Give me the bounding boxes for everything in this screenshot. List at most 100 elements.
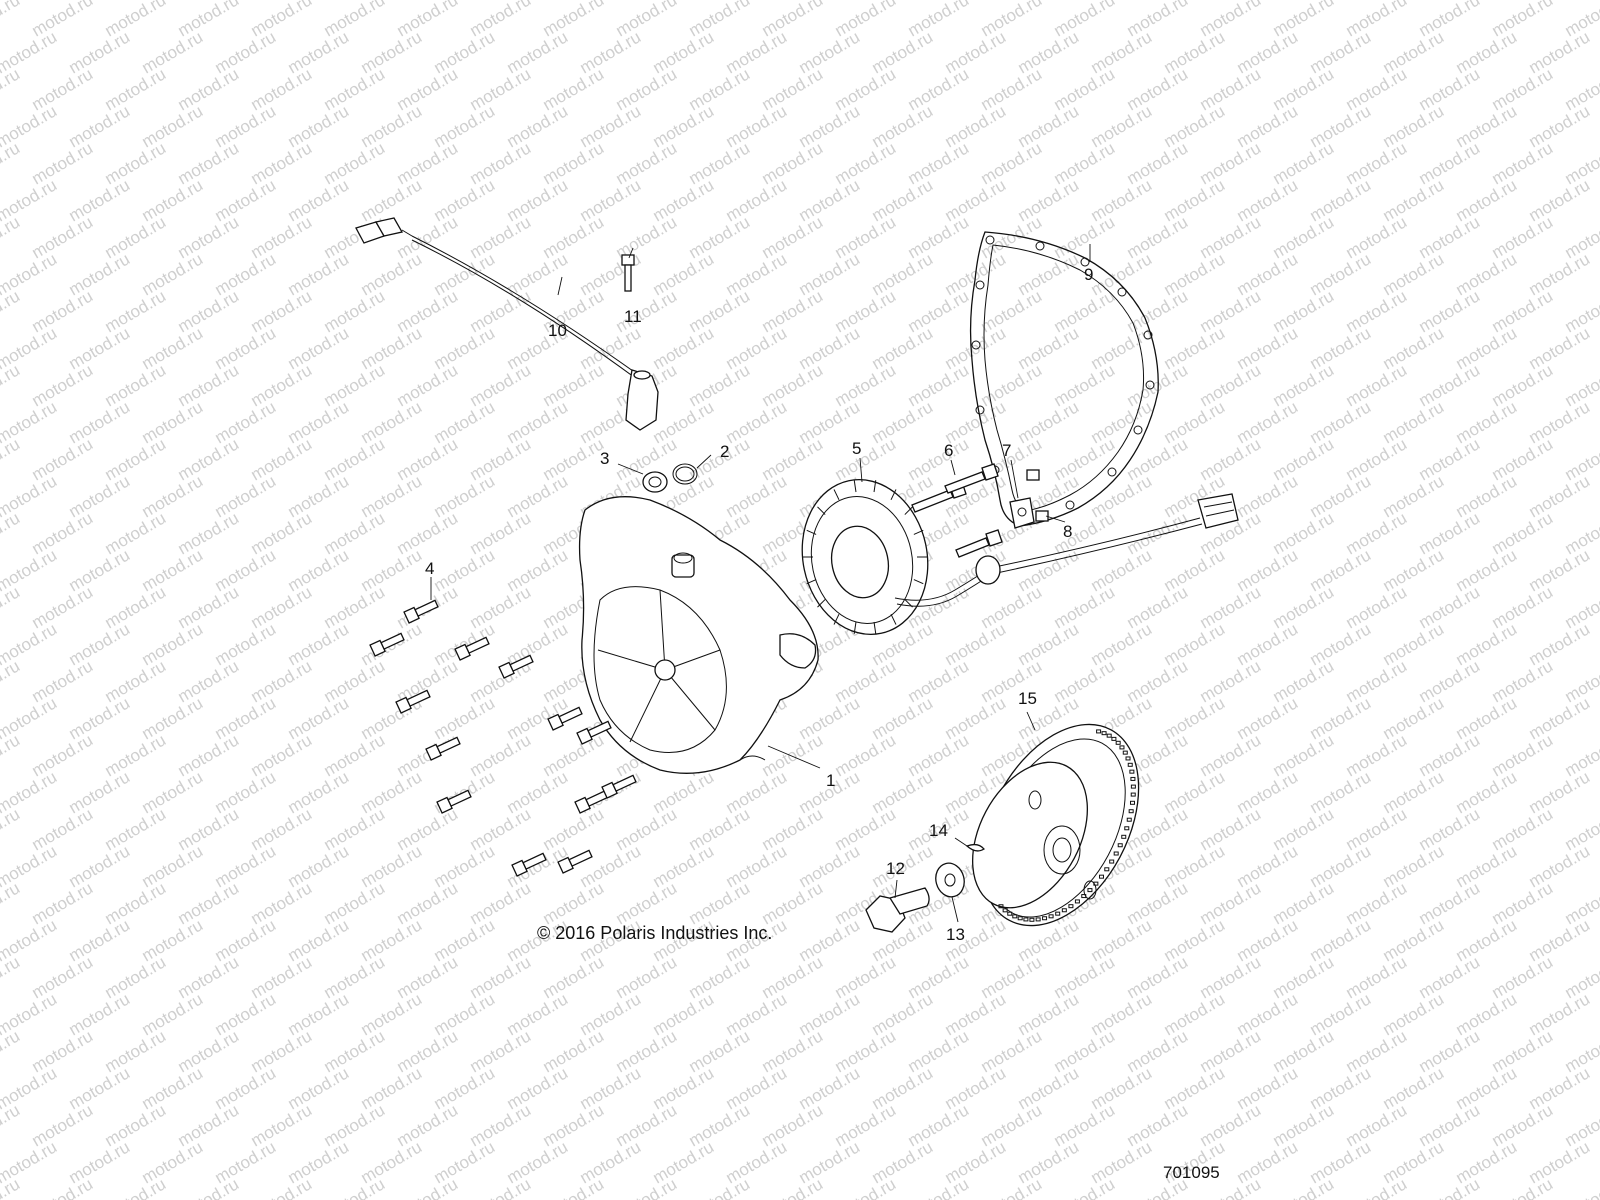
watermark-text: motod.ru xyxy=(394,360,462,410)
watermark-text: motod.ru xyxy=(613,286,681,336)
watermark-text: motod.ru xyxy=(0,212,23,262)
ring-part-2 xyxy=(672,463,698,485)
watermark-text: motod.ru xyxy=(759,138,827,188)
watermark-text: motod.ru xyxy=(1416,1100,1484,1150)
watermark-text: motod.ru xyxy=(759,434,827,484)
flywheel-tooth xyxy=(1087,888,1093,893)
flywheel-tooth xyxy=(1017,916,1023,921)
flywheel-tooth xyxy=(1129,800,1135,805)
flywheel-tooth xyxy=(1023,917,1029,922)
watermark-text: motod.ru xyxy=(102,804,170,854)
cover-bolts-part-4 xyxy=(369,599,637,877)
watermark-text: motod.ru xyxy=(1051,360,1119,410)
watermark-text: motod.ru xyxy=(394,286,462,336)
watermark-text: motod.ru xyxy=(832,286,900,336)
watermark-text: motod.ru xyxy=(1051,212,1119,262)
flywheel-tooth xyxy=(1117,843,1123,848)
flywheel-tooth xyxy=(1055,911,1061,916)
watermark-text: motod.ru xyxy=(759,952,827,1002)
callout-13: 13 xyxy=(946,925,965,944)
flywheel-tooth xyxy=(1104,867,1110,872)
watermark-text: motod.ru xyxy=(613,138,681,188)
watermark-text: motod.ru xyxy=(0,582,23,632)
watermark-text: motod.ru xyxy=(1270,1100,1338,1150)
watermark-text: motod.ru xyxy=(29,730,97,780)
watermark-text: motod.ru xyxy=(394,804,462,854)
watermark-text: motod.ru xyxy=(102,360,170,410)
watermark-text: motod.ru xyxy=(613,878,681,928)
watermark-text: motod.ru xyxy=(1489,952,1557,1002)
watermark-text: motod.ru xyxy=(467,1100,535,1150)
flywheel-tooth xyxy=(1128,809,1134,814)
watermark-text: motod.ru xyxy=(321,1026,389,1076)
flywheel-tooth xyxy=(1124,826,1130,831)
watermark-text: motod.ru xyxy=(1124,508,1192,558)
watermark-text: motod.ru xyxy=(905,434,973,484)
watermark-text: motod.ru xyxy=(1489,582,1557,632)
watermark-text: motod.ru xyxy=(1416,508,1484,558)
flywheel-tooth xyxy=(1002,908,1008,913)
watermark-text: motod.ru xyxy=(1051,1174,1119,1200)
watermark-text: motod.ru xyxy=(613,64,681,114)
watermark-text: motod.ru xyxy=(29,582,97,632)
watermark-text: motod.ru xyxy=(102,1026,170,1076)
flywheel-tooth xyxy=(1115,740,1121,745)
watermark-text: motod.ru xyxy=(832,138,900,188)
watermark-text: motod.ru xyxy=(467,138,535,188)
watermark-text: motod.ru xyxy=(1270,730,1338,780)
cover-bolt xyxy=(498,654,534,679)
watermark-text: motod.ru xyxy=(686,878,754,928)
watermark-text: motod.ru xyxy=(29,434,97,484)
watermark-text: motod.ru xyxy=(1489,64,1557,114)
leader-lines xyxy=(430,244,1091,923)
watermark-text: motod.ru xyxy=(1416,730,1484,780)
watermark-text: motod.ru xyxy=(1416,212,1484,262)
callout-10: 10 xyxy=(548,321,567,340)
watermark-text: motod.ru xyxy=(394,434,462,484)
stator-tooth xyxy=(817,506,826,515)
watermark-text: motod.ru xyxy=(467,64,535,114)
stator-tooth xyxy=(913,579,924,585)
watermark-text: motod.ru xyxy=(0,360,23,410)
watermark-text: motod.ru xyxy=(394,508,462,558)
stator-part-5 xyxy=(801,478,1239,636)
watermark-text: motod.ru xyxy=(175,434,243,484)
watermark-text: motod.ru xyxy=(0,878,23,928)
flywheel-bolt-part-12 xyxy=(865,887,930,933)
watermark-text: motod.ru xyxy=(175,804,243,854)
watermark-text: motod.ru xyxy=(759,1026,827,1076)
flywheel-tooth xyxy=(1098,874,1104,879)
watermark-text: motod.ru xyxy=(1124,1100,1192,1150)
screws-part-8 xyxy=(1026,469,1049,522)
cover-bolt xyxy=(547,706,583,731)
watermark-text: motod.ru xyxy=(29,1100,97,1150)
watermark-text: motod.ru xyxy=(1197,286,1265,336)
cover-bolt xyxy=(436,789,472,814)
watermark-text: motod.ru xyxy=(1051,582,1119,632)
flywheel-part-15 xyxy=(971,723,1140,927)
stator-tooth xyxy=(853,621,857,634)
callout-7: 7 xyxy=(1002,441,1011,460)
watermark-text: motod.ru xyxy=(0,508,23,558)
watermark-text: motod.ru xyxy=(467,212,535,262)
watermark-text: motod.ru xyxy=(248,582,316,632)
watermark-text: motod.ru xyxy=(1197,434,1265,484)
flywheel-tooth xyxy=(1096,729,1102,734)
flywheel-tooth xyxy=(1130,776,1136,781)
watermark-text: motod.ru xyxy=(1197,878,1265,928)
watermark-text: motod.ru xyxy=(1051,656,1119,706)
watermark-text: motod.ru xyxy=(1270,656,1338,706)
watermark-text: motod.ru xyxy=(29,952,97,1002)
watermark-text: motod.ru xyxy=(102,582,170,632)
watermark-text: motod.ru xyxy=(905,212,973,262)
watermark-text: motod.ru xyxy=(759,804,827,854)
cover-bolt xyxy=(369,632,405,657)
watermark-text: motod.ru xyxy=(686,212,754,262)
watermark-text: motod.ru xyxy=(905,730,973,780)
cover-part-1 xyxy=(578,496,819,774)
watermark-text: motod.ru xyxy=(832,730,900,780)
cover-bolt xyxy=(511,852,547,877)
watermark-text: motod.ru xyxy=(248,1100,316,1150)
watermark-text: motod.ru xyxy=(102,508,170,558)
flywheel-tooth xyxy=(1101,731,1107,736)
